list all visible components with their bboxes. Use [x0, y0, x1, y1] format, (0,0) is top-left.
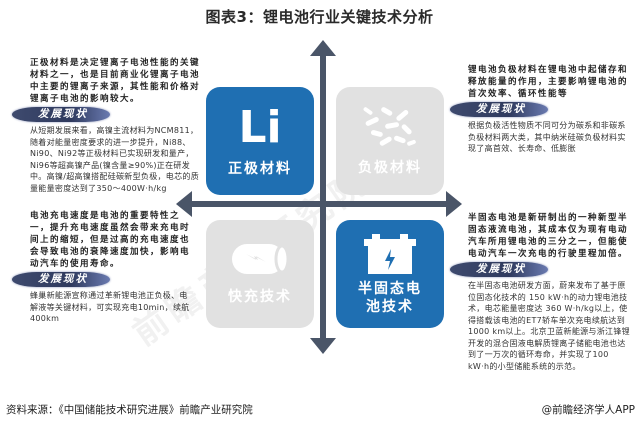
tile-cathode-label: 正极材料: [228, 161, 292, 177]
tile-anode-label: 负极材料: [358, 160, 422, 176]
tile-fast-charge: 快充技术: [206, 220, 314, 328]
tile-solid-state-label-line1: 半固态电: [358, 281, 422, 297]
anode-status-badge: 发展现状: [450, 102, 548, 117]
horizontal-axis: [190, 201, 448, 207]
anode-description: 锂电池负极材料在锂电池中起储存和释放能量的作用，主要影响锂电池的首次效率、循环性…: [450, 64, 630, 155]
battery-bolt-icon: [232, 244, 290, 274]
tile-fast-charge-label: 快充技术: [228, 289, 292, 305]
tile-cathode: Li 正极材料: [206, 87, 314, 195]
arrow-left-icon: [176, 191, 192, 217]
lithium-symbol-icon: Li: [238, 102, 282, 153]
arrow-right-icon: [446, 191, 462, 217]
tile-anode: 负极材料: [336, 87, 444, 195]
credit-note: @前瞻经济学人APP: [541, 404, 635, 416]
solid-state-status-badge: 发展现状: [450, 262, 548, 277]
car-battery-icon: [364, 234, 416, 274]
fast-charge-detail: 蜂巢新能源宣称通过革新锂电池正负极、电解液等关键材料，可实现充电10min，续航…: [30, 291, 190, 323]
figure-title: 图表3：锂电池行业关键技术分析: [205, 8, 434, 26]
cathode-detail: 从短期发展来看，高镍主流材料为NCM811，随着对能量密度要求的进一步提升，Ni…: [30, 126, 199, 193]
vertical-axis: [320, 50, 326, 345]
cathode-description: 正极材料是决定锂离子电池性能的关键材料之一，也是目前商业化锂离子电池中主要的锂离…: [12, 57, 201, 194]
arrow-up-icon: [310, 40, 336, 56]
fast-charge-description: 电池充电速度是电池的重要特性之一，提升充电速度虽然会带来充电时间上的缩短，但是过…: [12, 210, 191, 325]
solid-state-detail: 在半固态电池研发方面，蔚来发布了基于原位固态化技术的 150 kW·h的动力锂电…: [468, 281, 630, 371]
solid-state-lead: 半固态电池是新研制出的一种新型半固态液流电池，其成本仅为现有电动汽车所用锂电池的…: [468, 213, 629, 259]
anode-detail: 根据负极活性物质不同可分为碳系和非碳系负极材料两大类，其中纳米硅碳负极材料实现了…: [468, 121, 626, 153]
fast-charge-lead: 电池充电速度是电池的重要特性之一，提升充电速度虽然会带来充电时间上的缩短，但是过…: [30, 211, 191, 269]
arrow-down-icon: [310, 338, 336, 354]
source-note: 资料来源：《中国储能技术研究进展》前瞻产业研究院: [6, 404, 253, 416]
particles-icon: [363, 107, 416, 146]
fast-charge-status-badge: 发展现状: [12, 272, 110, 287]
cathode-lead: 正极材料是决定锂离子电池性能的关键材料之一，也是目前商业化锂离子电池中主要的锂离…: [30, 58, 201, 104]
tile-solid-state-label-line2: 池技术: [366, 299, 414, 315]
tile-solid-state: 半固态电 池技术: [336, 220, 444, 328]
anode-lead: 锂电池负极材料在锂电池中起储存和释放能量的作用，主要影响锂电池的首次效率、循环性…: [468, 65, 629, 99]
cathode-status-badge: 发展现状: [12, 107, 110, 122]
solid-state-description: 半固态电池是新研制出的一种新型半固态液流电池，其成本仅为现有电动汽车所用锂电池的…: [450, 212, 630, 372]
